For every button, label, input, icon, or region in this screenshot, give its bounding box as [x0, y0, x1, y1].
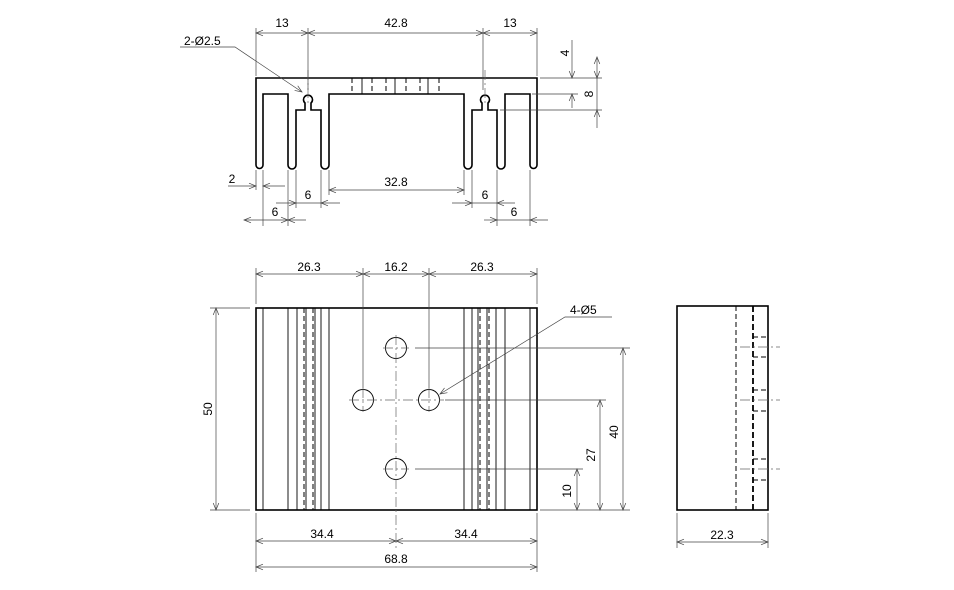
front-view: 26.3 16.2 26.3 50 4-Ø5 10 27 40 34.4 34.… [201, 260, 630, 572]
dim-6-left-a: 6 [305, 188, 312, 202]
dim-13-left: 13 [275, 16, 289, 30]
dim-32-8: 32.8 [384, 175, 408, 189]
dim-26-3-left: 26.3 [297, 260, 321, 274]
dim-6-right-b: 6 [511, 205, 518, 219]
hole-note-2-d2-5: 2-Ø2.5 [184, 34, 221, 48]
dim-50: 50 [201, 402, 215, 416]
dim-42-8: 42.8 [384, 16, 408, 30]
web-hatch [351, 78, 440, 94]
fin-lines [262, 308, 531, 510]
hole-centerlines [307, 70, 486, 104]
dim-34-4-right: 34.4 [454, 527, 478, 541]
side-view: 22.3 [676, 305, 780, 548]
centerlines [349, 335, 444, 548]
front-view-outline [255, 307, 538, 511]
side-view-outline [676, 305, 769, 511]
dim-6-left-b: 6 [272, 205, 279, 219]
dim-27: 27 [584, 448, 598, 462]
dim-26-3-right: 26.3 [470, 260, 494, 274]
dim-6-right-a: 6 [482, 188, 489, 202]
top-view: 13 42.8 13 2-Ø2.5 4 8 2 6 6 32.8 6 [180, 16, 602, 226]
dim-10: 10 [560, 484, 574, 498]
hole-hidden-lines [753, 336, 768, 481]
dim-4: 4 [558, 49, 572, 56]
dim-8: 8 [582, 90, 596, 97]
dim-22-3: 22.3 [710, 528, 734, 542]
dim-34-4-left: 34.4 [310, 527, 334, 541]
dim-fin-2: 2 [229, 172, 236, 186]
top-view-profile [255, 77, 538, 170]
dim-68-8: 68.8 [384, 552, 408, 566]
hole-note-4-d5: 4-Ø5 [570, 303, 597, 317]
dim-13-right: 13 [503, 16, 517, 30]
dim-40: 40 [607, 425, 621, 439]
dim-16-2: 16.2 [384, 260, 408, 274]
